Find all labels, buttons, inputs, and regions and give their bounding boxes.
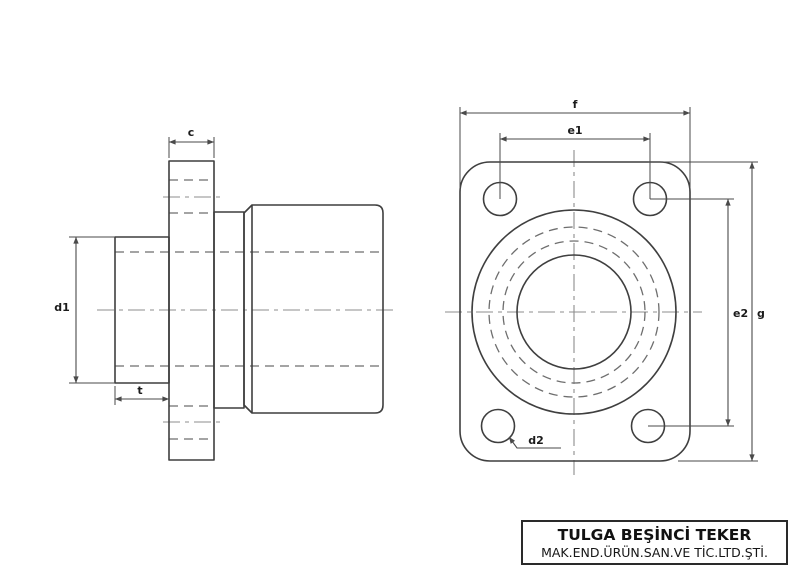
dim-label-e2: e2 bbox=[733, 307, 748, 320]
dimension-d1: d1 bbox=[54, 236, 115, 384]
dim-label-d2: d2 bbox=[528, 434, 544, 447]
dim-label-t: t bbox=[137, 384, 142, 397]
dimension-d2: d2 bbox=[508, 434, 561, 449]
flange-plate-front-outline bbox=[459, 161, 691, 462]
dimension-e2: e2 bbox=[648, 198, 748, 427]
title-block-company: TULGA BEŞİNCİ TEKER bbox=[557, 525, 752, 544]
hidden-circle-outer bbox=[488, 226, 660, 398]
dimension-c: c bbox=[168, 126, 215, 158]
front-view: f e1 e2 g bbox=[445, 98, 765, 475]
dimension-g: g bbox=[648, 161, 765, 462]
barrel-outline bbox=[243, 204, 384, 414]
dimension-f: f bbox=[459, 98, 691, 190]
side-view: c d1 t bbox=[54, 126, 396, 461]
dim-label-e1: e1 bbox=[567, 124, 582, 137]
barrel-circle bbox=[471, 209, 677, 415]
dimension-e1: e1 bbox=[499, 124, 651, 199]
dimension-t: t bbox=[114, 384, 170, 405]
bore-circle bbox=[516, 254, 632, 370]
dim-label-g: g bbox=[757, 307, 765, 320]
hidden-circle-inner bbox=[502, 240, 646, 384]
dim-label-f: f bbox=[573, 98, 578, 111]
title-block: TULGA BEŞİNCİ TEKER MAK.END.ÜRÜN.SAN.VE … bbox=[521, 520, 788, 565]
bolt-hole-bottom-left bbox=[480, 408, 516, 444]
title-block-company-sub: MAK.END.ÜRÜN.SAN.VE TİC.LTD.ŞTİ. bbox=[541, 544, 768, 560]
dim-label-d1: d1 bbox=[54, 301, 70, 314]
dim-label-c: c bbox=[188, 126, 195, 139]
